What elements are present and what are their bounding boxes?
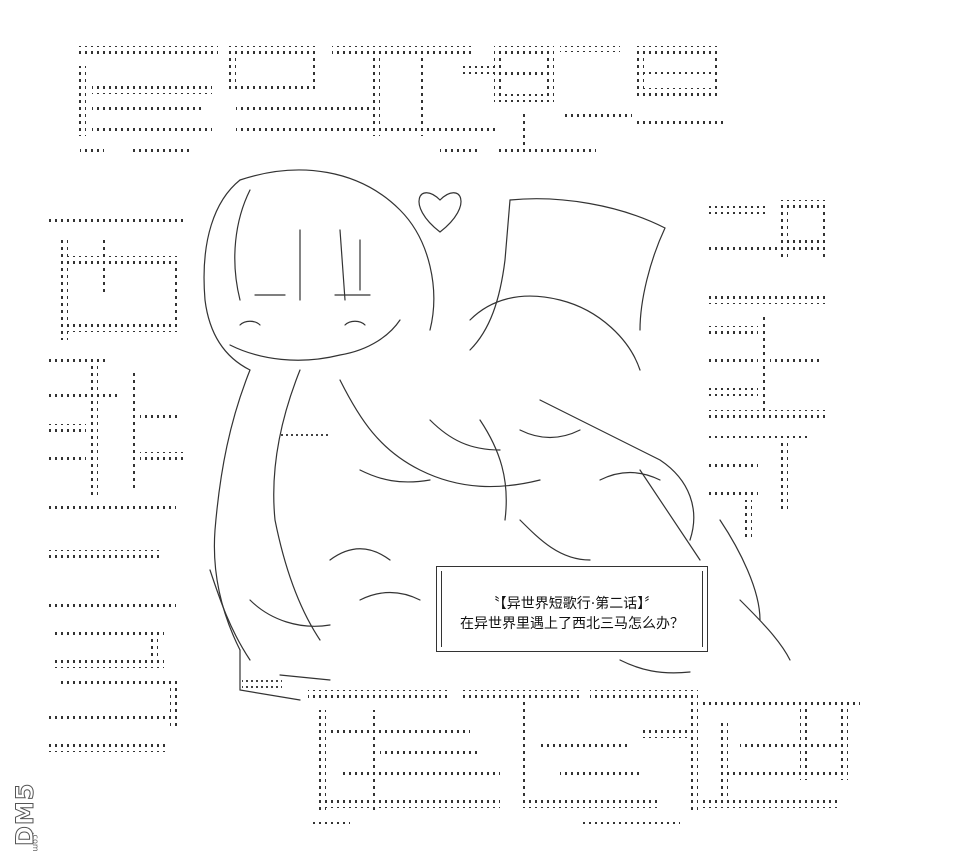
bottom-dotted-glyphs	[308, 690, 860, 828]
chapter-subtitle: 在异世界里遇上了西北三马怎么办？	[460, 616, 684, 632]
right-dotted-glyphs	[708, 200, 828, 540]
line-art-figures	[203, 169, 791, 701]
left-dotted-glyphs	[46, 216, 184, 752]
watermark-logo-suffix: .com	[31, 832, 40, 852]
top-dotted-glyphs	[78, 46, 726, 156]
watermark-logo-text: DM5	[11, 782, 40, 847]
chapter-title: 〝【异世界短歌行·第二话】〞	[485, 596, 659, 612]
site-watermark-logo: DM5 .com	[10, 740, 41, 852]
caption-box: 〝【异世界短歌行·第二话】〞 在异世界里遇上了西北三马怎么办？	[436, 566, 708, 652]
caption-box-inner: 〝【异世界短歌行·第二话】〞 在异世界里遇上了西北三马怎么办？	[441, 571, 703, 647]
line-art-shading	[242, 430, 328, 692]
